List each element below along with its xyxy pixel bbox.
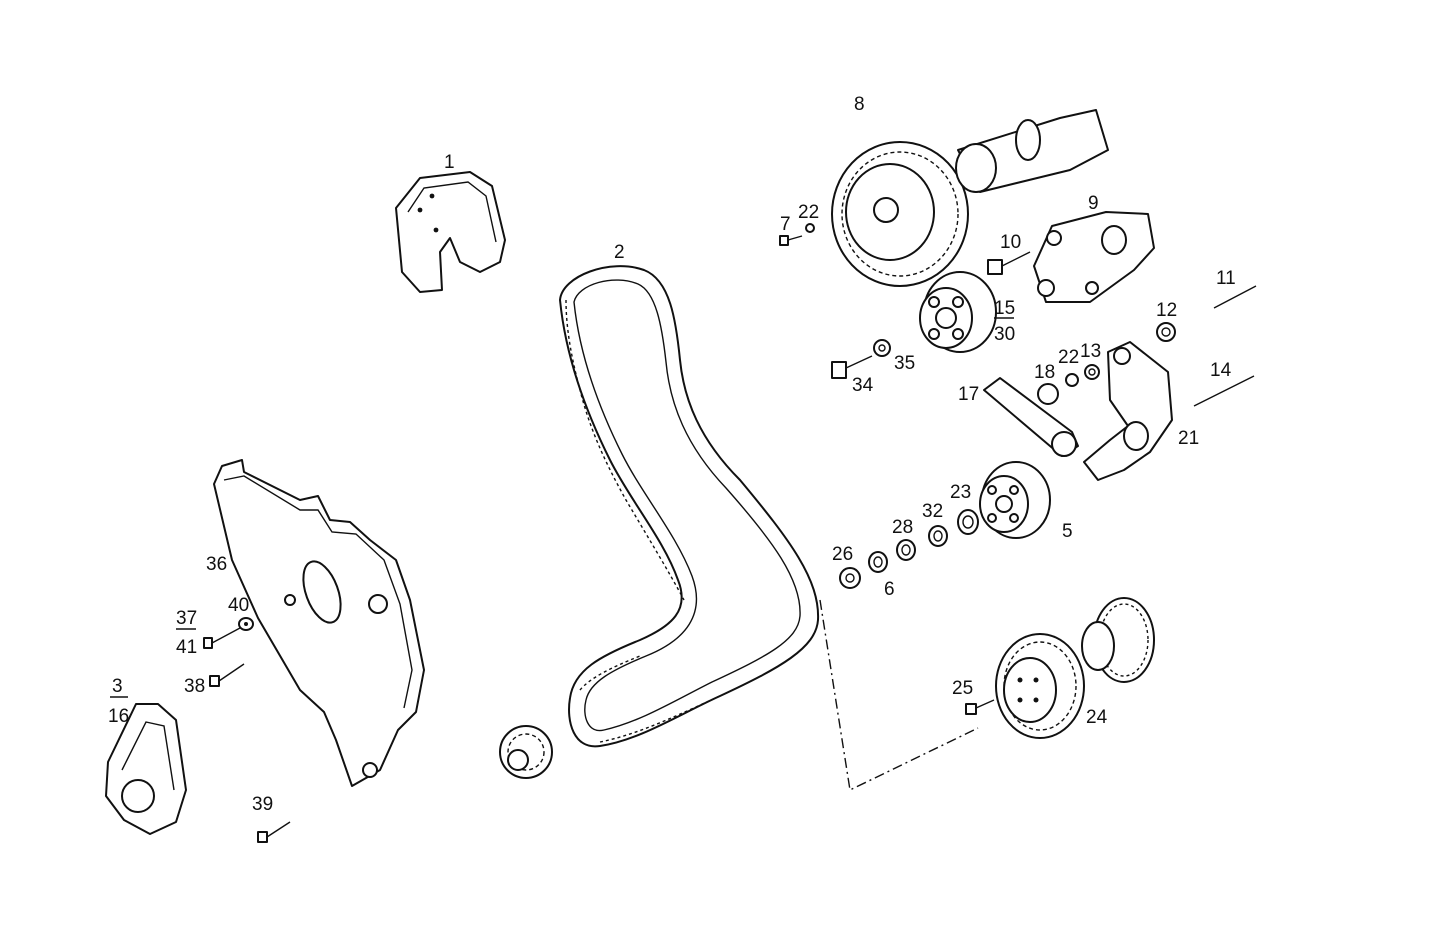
label-23: 23 [950, 482, 971, 503]
part-tensioner-roller [919, 271, 997, 353]
part-washer-22b [1065, 373, 1079, 387]
part-washer-12 [1156, 322, 1176, 342]
label-14: 14 [1210, 360, 1232, 381]
part-bolt-7 [779, 235, 803, 246]
part-camshaft-pulley [831, 141, 969, 287]
label-39: 39 [252, 794, 273, 815]
part-washer-35 [873, 339, 891, 357]
part-washer-22a [805, 223, 815, 233]
label-10: 10 [1000, 232, 1021, 253]
label-26: 26 [832, 544, 853, 565]
part-labels: 1 2 3 16 36 37 41 40 38 39 7 22 8 9 10 1… [108, 94, 1236, 815]
label-40: 40 [228, 595, 249, 616]
label-1: 1 [444, 152, 455, 173]
label-16: 16 [108, 706, 129, 727]
fraction-bars [110, 317, 1014, 698]
label-22a: 22 [798, 202, 819, 223]
label-34: 34 [852, 375, 874, 396]
part-bolt-37-41 [203, 627, 241, 649]
part-washer-6 [868, 551, 888, 573]
label-15: 15 [994, 298, 1015, 319]
part-washer-40 [238, 617, 254, 631]
label-38: 38 [184, 676, 205, 697]
part-lower-cover [105, 703, 187, 835]
part-timing-belt [559, 265, 820, 748]
part-intermediate-shaft [1081, 597, 1155, 683]
part-nut-26 [839, 567, 861, 589]
part-crank-sprocket [499, 725, 553, 779]
label-6: 6 [884, 579, 895, 600]
label-32: 32 [922, 501, 943, 522]
label-13: 13 [1080, 341, 1101, 362]
part-bolt-10 [987, 251, 1031, 275]
part-upper-cover [395, 171, 506, 293]
label-11: 11 [1216, 268, 1236, 289]
part-tensioner-arm-21 [1083, 341, 1173, 481]
part-bolt-38 [209, 663, 245, 687]
axis-lines [819, 599, 979, 792]
part-nut-18 [1037, 383, 1059, 405]
part-bolt-25 [965, 699, 995, 715]
label-30: 30 [994, 324, 1015, 345]
part-bracket-9 [1033, 211, 1155, 303]
label-22b: 22 [1058, 347, 1079, 368]
label-18: 18 [1034, 362, 1055, 383]
part-main-cover [213, 459, 425, 787]
part-stud-14 [1193, 375, 1255, 407]
part-bolt-34 [831, 355, 873, 379]
label-5: 5 [1062, 521, 1073, 542]
part-washer-23 [957, 509, 979, 535]
label-28: 28 [892, 517, 913, 538]
label-3: 3 [112, 676, 123, 697]
label-7: 7 [780, 214, 791, 235]
label-41: 41 [176, 637, 197, 658]
part-pin-17 [983, 377, 1079, 457]
part-intermediate-pulley-24 [995, 633, 1085, 739]
part-idler-roller-5 [979, 461, 1051, 539]
label-9: 9 [1088, 193, 1099, 214]
label-2: 2 [614, 242, 625, 263]
part-stud-11 [1213, 285, 1257, 309]
label-36: 36 [206, 554, 227, 575]
part-camshaft [955, 109, 1109, 193]
label-24: 24 [1086, 707, 1108, 728]
part-washer-13 [1084, 364, 1100, 380]
label-35: 35 [894, 353, 915, 374]
label-12: 12 [1156, 300, 1177, 321]
label-8: 8 [854, 94, 865, 115]
label-37: 37 [176, 608, 197, 629]
label-21: 21 [1178, 428, 1199, 449]
part-washer-28 [896, 539, 916, 561]
part-washer-32 [928, 525, 948, 547]
label-17: 17 [958, 384, 979, 405]
label-25: 25 [952, 678, 973, 699]
part-bolt-39 [257, 821, 291, 843]
